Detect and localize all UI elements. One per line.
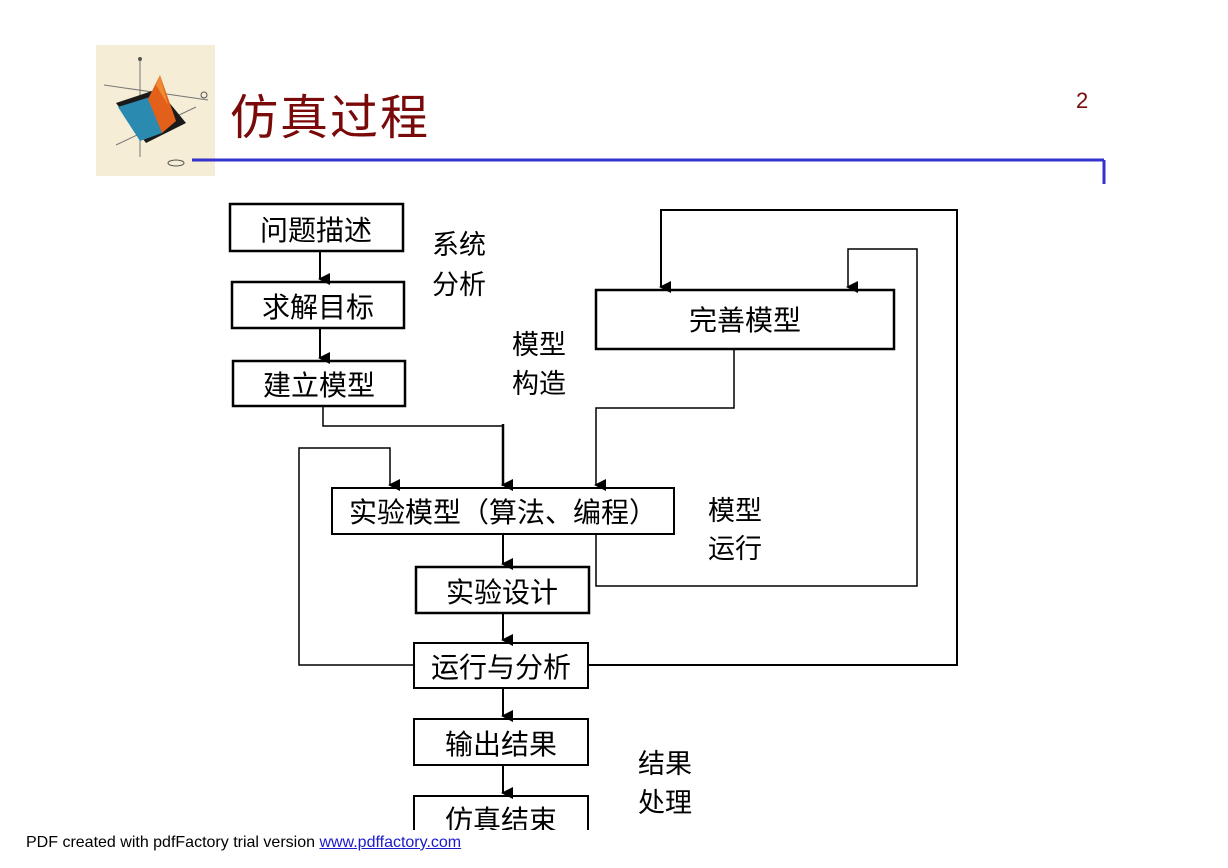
matlab-logo-icon — [96, 45, 215, 176]
box-refine-model-label: 完善模型 — [689, 304, 801, 337]
simulation-flowchart: 问题描述 求解目标 建立模型 完善模型 实验模型（算法、编程） 实验设计 运行与… — [228, 202, 958, 830]
box-describe-label: 问题描述 — [260, 214, 372, 247]
note-model-running: 模型 运行 — [708, 496, 762, 565]
box-build-model: 建立模型 — [231, 359, 407, 408]
box-objective: 求解目标 — [230, 280, 406, 330]
note-system-analysis-line1: 系统 — [432, 230, 486, 261]
box-sim-end: 仿真结束 — [413, 795, 589, 830]
loop-run-to-refine — [588, 209, 958, 666]
box-sim-end-label: 仿真结束 — [445, 804, 557, 830]
note-model-construction: 模型 构造 — [512, 330, 566, 400]
note-result-processing: 结果 处理 — [638, 749, 692, 819]
box-experiment-design: 实验设计 — [414, 565, 591, 615]
note-system-analysis: 系统 分析 — [432, 230, 486, 301]
box-describe: 问题描述 — [228, 202, 405, 253]
arrow-build-to-experiment — [322, 406, 513, 491]
note-system-analysis-line2: 分析 — [432, 270, 486, 301]
page-number: 2 — [1076, 88, 1089, 113]
note-result-processing-line1: 结果 — [638, 749, 692, 780]
arrow-refine-to-experiment — [594, 349, 735, 491]
box-run-analyze-label: 运行与分析 — [431, 651, 571, 684]
note-model-running-line2: 运行 — [708, 534, 762, 565]
pdf-footer: PDF created with pdfFactory trial versio… — [26, 834, 461, 852]
box-output-results-label: 输出结果 — [445, 728, 557, 761]
title-underline — [192, 158, 1106, 184]
box-experiment-model: 实验模型（算法、编程） — [331, 487, 675, 535]
loop-experiment-to-refine — [595, 248, 918, 587]
note-model-construction-line2: 构造 — [512, 369, 566, 400]
note-model-running-line1: 模型 — [708, 496, 762, 527]
box-refine-model: 完善模型 — [594, 288, 896, 351]
box-output-results: 输出结果 — [413, 718, 589, 766]
page-title: 仿真过程 — [230, 90, 431, 146]
box-build-model-label: 建立模型 — [263, 369, 375, 402]
loop-run-to-experiment — [298, 447, 414, 666]
note-result-processing-line2: 处理 — [638, 788, 692, 819]
footer-text: PDF created with pdfFactory trial versio… — [26, 834, 320, 851]
box-run-analyze: 运行与分析 — [413, 642, 589, 689]
box-experiment-design-label: 实验设计 — [446, 576, 558, 609]
footer-link[interactable]: www.pdffactory.com — [319, 834, 462, 851]
note-model-construction-line1: 模型 — [512, 330, 566, 361]
box-objective-label: 求解目标 — [262, 291, 374, 324]
box-experiment-model-label: 实验模型（算法、编程） — [349, 496, 657, 529]
